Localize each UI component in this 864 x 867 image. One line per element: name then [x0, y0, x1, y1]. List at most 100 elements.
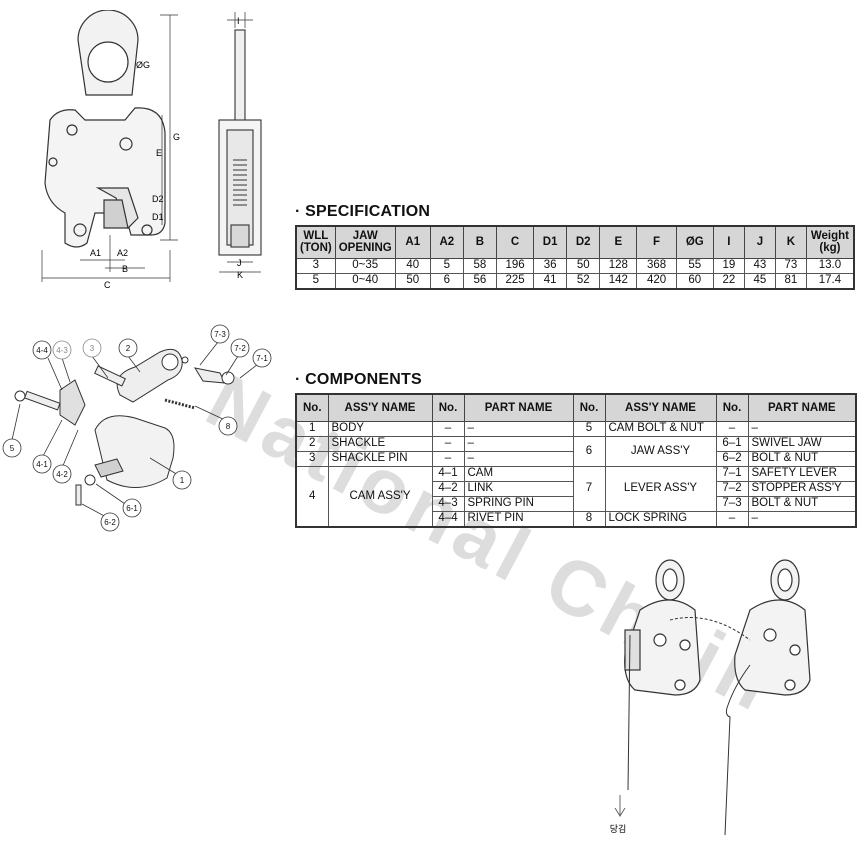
components-cell: 8: [572, 510, 606, 527]
spec-cell: 142: [599, 272, 638, 289]
components-cell: 4–3: [431, 495, 465, 512]
spec-header-cell: E: [599, 225, 638, 259]
spec-cell: 36: [533, 257, 568, 274]
spec-cell: 58: [462, 257, 497, 274]
spec-header-cell: A1: [394, 225, 431, 259]
components-cell: 7–3: [715, 495, 749, 512]
components-cell: 6–1: [715, 435, 749, 452]
spec-cell: 0~40: [334, 272, 396, 289]
exploded-view-drawing: 4-4 4-3 3 2 7-3 7-2 7-1 8 1 5 4-1 4-2 6-…: [2, 324, 272, 532]
components-cell: JAW ASS'Y: [604, 435, 717, 467]
dim-a1: A1: [90, 248, 101, 258]
spec-cell: 196: [495, 257, 535, 274]
components-header-cell: No.: [295, 393, 329, 422]
spec-cell: 73: [774, 257, 807, 274]
spec-cell: 45: [743, 272, 776, 289]
callout-1: 1: [180, 476, 185, 485]
spec-header-cell: Weight (kg): [805, 225, 855, 259]
spec-cell: 5: [295, 272, 336, 289]
components-header-cell: PART NAME: [747, 393, 857, 422]
usage-illustration: 당김: [610, 559, 811, 836]
spec-cell: 19: [712, 257, 745, 274]
components-cell: BODY: [327, 420, 433, 437]
callout-3: 3: [90, 344, 95, 353]
spec-cell: 368: [636, 257, 677, 274]
spec-header-cell: ØG: [675, 225, 714, 259]
dim-c: C: [104, 280, 111, 290]
dim-g: G: [173, 132, 180, 142]
callout-7-3: 7-3: [214, 330, 226, 339]
spec-cell: 81: [774, 272, 807, 289]
components-cell: 7: [572, 465, 606, 512]
callout-2: 2: [126, 344, 131, 353]
spec-header-cell: F: [636, 225, 677, 259]
components-cell: –: [431, 420, 465, 437]
spec-cell: 13.0: [805, 257, 855, 274]
spec-header-cell: K: [774, 225, 807, 259]
components-header-cell: ASS'Y NAME: [327, 393, 433, 422]
components-cell: LOCK SPRING: [604, 510, 717, 527]
spec-cell: 50: [566, 257, 601, 274]
dim-i: I: [237, 16, 240, 26]
callout-4-1: 4-1: [36, 460, 48, 469]
spec-header-cell: JAW OPENING: [334, 225, 396, 259]
spec-cell: 5: [429, 257, 464, 274]
dim-k: K: [237, 270, 243, 280]
spec-header-cell: C: [495, 225, 535, 259]
specification-title: · SPECIFICATION: [295, 203, 431, 220]
callout-7-1: 7-1: [256, 354, 268, 363]
spec-header-cell: I: [712, 225, 745, 259]
components-cell: –: [715, 510, 749, 527]
components-cell: RIVET PIN: [463, 510, 574, 527]
spec-cell: 22: [712, 272, 745, 289]
components-cell: SHACKLE PIN: [327, 450, 433, 467]
components-cell: 1: [295, 420, 329, 437]
components-header-cell: No.: [715, 393, 749, 422]
spec-cell: 52: [566, 272, 601, 289]
components-cell: SPRING PIN: [463, 495, 574, 512]
components-header-cell: ASS'Y NAME: [604, 393, 717, 422]
components-header-cell: PART NAME: [463, 393, 574, 422]
components-cell: 4–1: [431, 465, 465, 482]
spec-cell: 420: [636, 272, 677, 289]
spec-cell: 225: [495, 272, 535, 289]
spec-header-cell: A2: [429, 225, 464, 259]
components-cell: 6: [572, 435, 606, 467]
callout-6-1: 6-1: [126, 504, 138, 513]
dim-a2: A2: [117, 248, 128, 258]
spec-header-cell: J: [743, 225, 776, 259]
components-cell: –: [747, 510, 857, 527]
callout-5: 5: [10, 444, 15, 453]
spec-cell: 50: [394, 272, 431, 289]
spec-cell: 55: [675, 257, 714, 274]
callout-4-3: 4-3: [56, 346, 68, 355]
components-cell: –: [715, 420, 749, 437]
components-cell: STOPPER ASS'Y: [747, 480, 857, 497]
components-cell: –: [431, 450, 465, 467]
dim-b: B: [122, 264, 128, 274]
components-title: · COMPONENTS: [295, 371, 422, 388]
components-cell: LEVER ASS'Y: [604, 465, 717, 512]
dim-g-dia: ØG: [136, 60, 150, 70]
callout-4-4: 4-4: [36, 346, 48, 355]
components-cell: SHACKLE: [327, 435, 433, 452]
components-cell: 4–4: [431, 510, 465, 527]
components-header-cell: No.: [572, 393, 606, 422]
components-cell: –: [431, 435, 465, 452]
components-cell: 6–2: [715, 450, 749, 467]
dim-e: E: [156, 148, 162, 158]
dim-d2: D2: [152, 194, 164, 204]
spec-cell: 3: [295, 257, 336, 274]
callout-6-2: 6-2: [104, 518, 116, 527]
spec-header-cell: D2: [566, 225, 601, 259]
callout-7-2: 7-2: [234, 344, 246, 353]
components-cell: –: [463, 435, 574, 452]
dim-d1: D1: [152, 212, 164, 222]
